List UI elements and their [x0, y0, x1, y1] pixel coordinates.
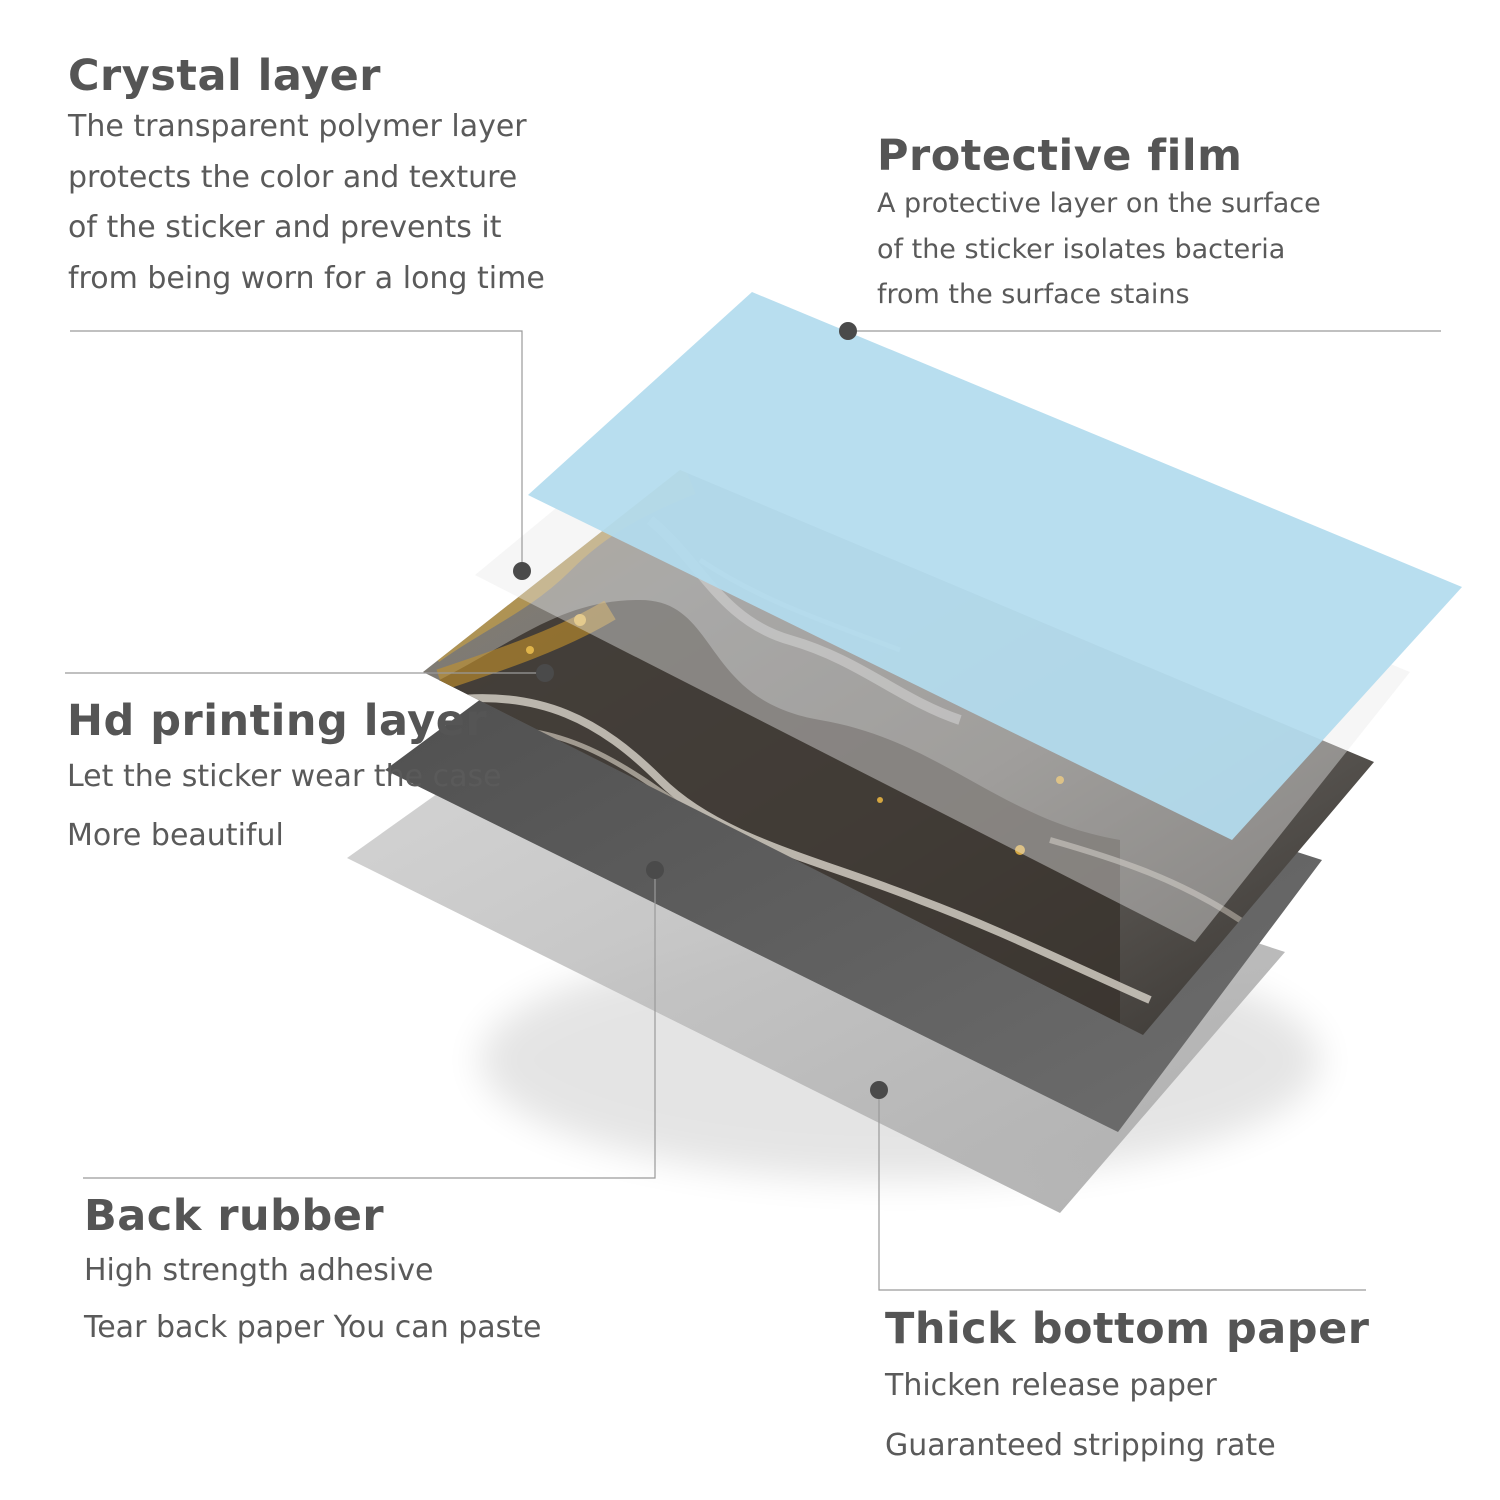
back-rubber-callout: Back rubber High strength adhesive Tear …: [84, 1191, 542, 1355]
crystal-layer-callout: Crystal layer The transparent polymer la…: [68, 51, 545, 303]
printing-layer-desc-line: Let the sticker wear the case: [67, 759, 502, 795]
crystal-layer-desc-line: from being worn for a long time: [68, 260, 545, 296]
protective-film-desc-line: of the sticker isolates bacteria: [877, 233, 1286, 265]
protective-film-title: Protective film: [877, 131, 1243, 181]
crystal-layer-desc-line: protects the color and texture: [68, 159, 518, 195]
bottom-paper-title: Thick bottom paper: [885, 1304, 1370, 1354]
printing-marker-dot: [536, 664, 554, 682]
printing-layer-callout: Hd printing layer Let the sticker wear t…: [67, 696, 502, 864]
rubber-marker-dot: [646, 861, 664, 879]
printing-layer-title: Hd printing layer: [67, 696, 488, 746]
protective-marker-dot: [839, 322, 857, 340]
back-rubber-desc-line: Tear back paper You can paste: [84, 1310, 542, 1346]
bottom-paper-desc-line: Thicken release paper: [885, 1368, 1217, 1404]
protective-film-desc-line: A protective layer on the surface: [877, 188, 1321, 220]
protective-film-callout: Protective film A protective layer on th…: [877, 131, 1321, 318]
paper-leader-line: [878, 1090, 1366, 1291]
crystal-marker-dot: [513, 562, 531, 580]
paper-marker-dot: [870, 1081, 888, 1099]
bottom-paper-callout: Thick bottom paper Thicken release paper…: [885, 1304, 1370, 1474]
crystal-leader-line: [70, 330, 523, 570]
back-rubber-title: Back rubber: [84, 1191, 385, 1241]
printing-layer-desc-line: More beautiful: [67, 818, 284, 854]
bottom-paper-desc-line: Guaranteed stripping rate: [885, 1428, 1276, 1464]
protective-film-desc-line: from the surface stains: [877, 279, 1190, 311]
crystal-layer-title: Crystal layer: [68, 51, 382, 101]
leader-lines: [65, 330, 1441, 1291]
crystal-layer-desc-line: The transparent polymer layer: [68, 109, 527, 145]
back-rubber-desc-line: High strength adhesive: [84, 1253, 434, 1289]
rubber-leader-line: [83, 870, 656, 1179]
marker-dots: [513, 322, 888, 1099]
protective-film-layer: [528, 292, 1462, 840]
crystal-layer-desc-line: of the sticker and prevents it: [68, 210, 502, 246]
